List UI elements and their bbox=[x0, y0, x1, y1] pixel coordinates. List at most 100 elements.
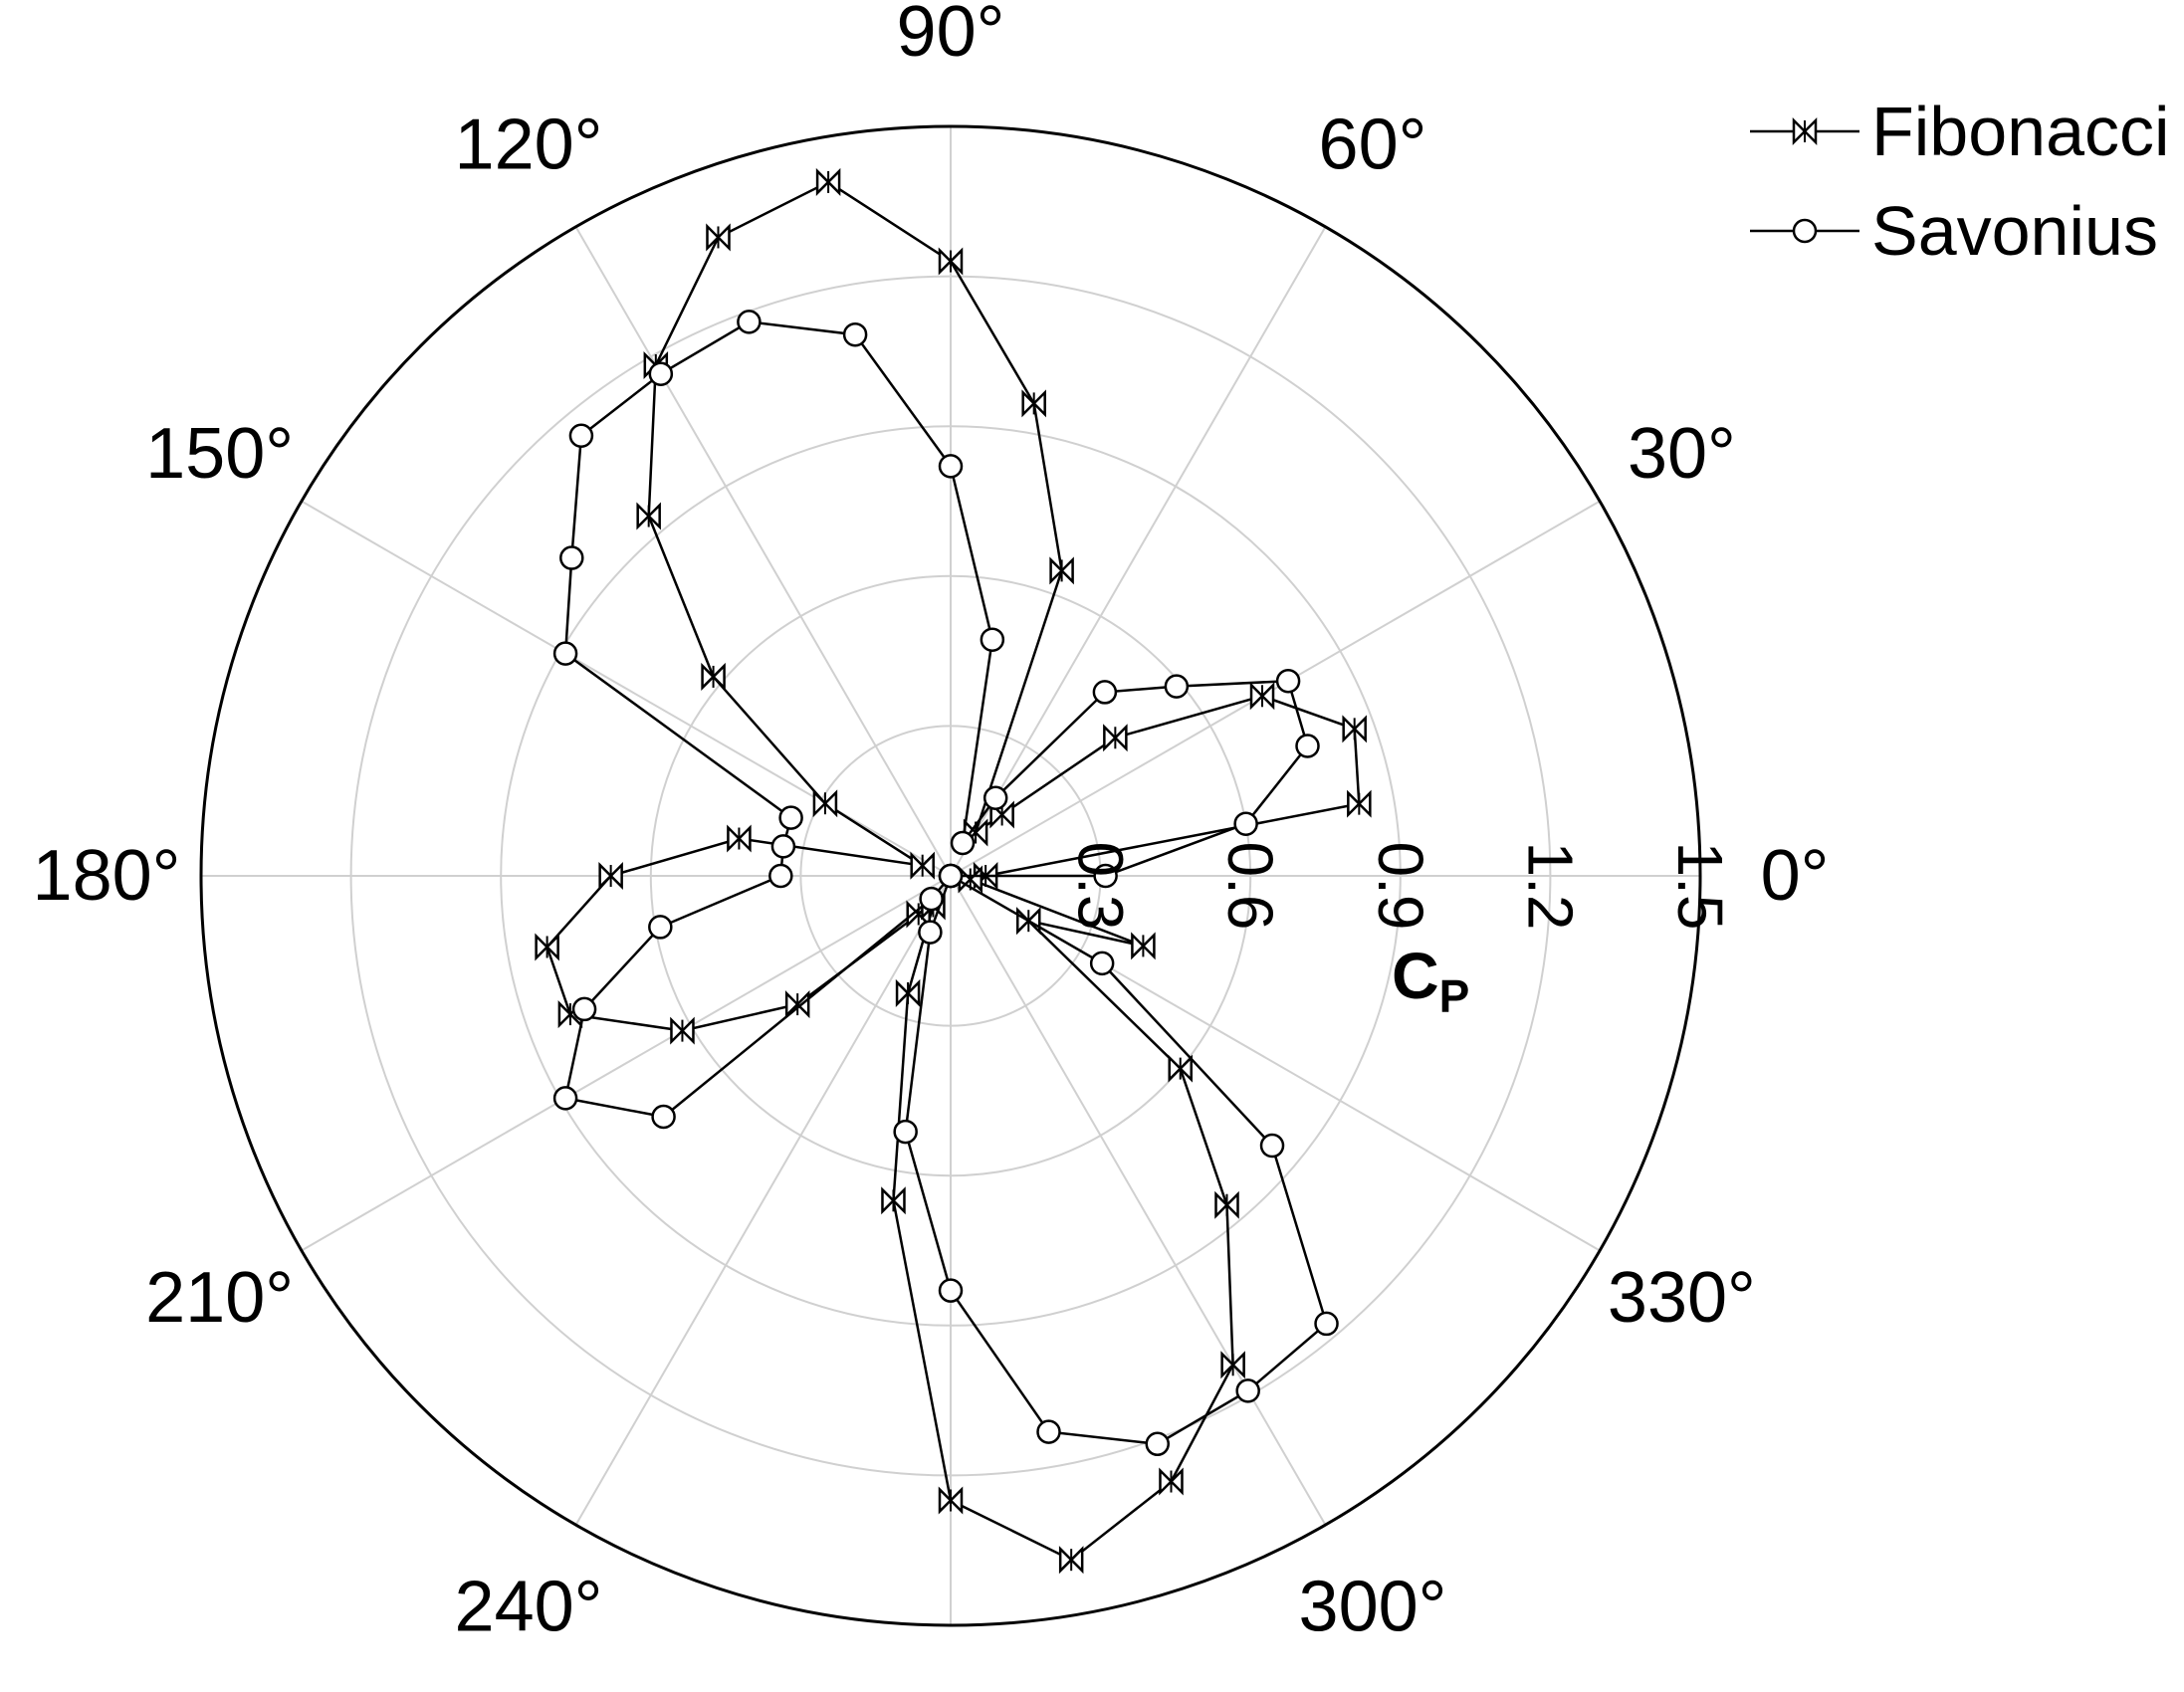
angle-label-0: 0° bbox=[1761, 836, 1830, 916]
point-fibonacci-270 bbox=[938, 1486, 964, 1515]
series-line-savonius bbox=[563, 320, 1328, 1446]
radial-tick-label-2: 0.6 bbox=[1214, 842, 1286, 931]
point-fibonacci-160 bbox=[910, 851, 935, 880]
angle-label-180: 180° bbox=[33, 836, 181, 916]
point-fibonacci-210 bbox=[670, 1016, 695, 1045]
angle-tick-labels: 0°30°60°90°120°150°180°210°240°270°300°3… bbox=[33, 0, 1830, 1692]
point-savonius-220 bbox=[651, 1104, 676, 1130]
point-fibonacci-170 bbox=[727, 824, 752, 853]
angle-label-30: 30° bbox=[1628, 414, 1736, 494]
point-savonius-190 bbox=[648, 915, 673, 940]
point-fibonacci-70 bbox=[1049, 556, 1074, 585]
point-savonius-60 bbox=[983, 785, 1008, 810]
angle-label-150: 150° bbox=[145, 414, 294, 494]
grid-spoke-120 bbox=[574, 226, 952, 877]
point-savonius-350 bbox=[938, 863, 964, 889]
outer-circle bbox=[199, 124, 1702, 1627]
point-fibonacci-140 bbox=[701, 662, 726, 691]
point-fibonacci-300 bbox=[1220, 1351, 1245, 1379]
point-fibonacci-130 bbox=[636, 502, 661, 530]
angle-label-90: 90° bbox=[897, 0, 1005, 72]
point-fibonacci-220 bbox=[784, 990, 810, 1019]
angle-label-60: 60° bbox=[1319, 106, 1427, 185]
point-savonius-180 bbox=[768, 863, 793, 889]
radial-tick-labels: 0.3 0.6 0.9 1.2 1.5 bbox=[1065, 842, 1736, 931]
legend-label-fibonacci: Fibonacci bbox=[1871, 93, 2170, 170]
point-savonius-30 bbox=[1275, 668, 1301, 694]
grid-spoke-240 bbox=[574, 875, 952, 1526]
point-fibonacci-320 bbox=[1168, 1054, 1193, 1083]
point-savonius-20 bbox=[1295, 734, 1320, 758]
angle-label-210: 210° bbox=[145, 1258, 294, 1338]
point-fibonacci-90 bbox=[938, 247, 964, 276]
point-savonius-90 bbox=[938, 454, 964, 479]
radial-axis-label-main: C bbox=[1392, 939, 1439, 1012]
angle-label-120: 120° bbox=[455, 106, 603, 185]
point-fibonacci-190 bbox=[535, 933, 559, 961]
point-savonius-70 bbox=[950, 830, 976, 856]
point-savonius-280 bbox=[1036, 1419, 1061, 1444]
point-fibonacci-100 bbox=[815, 167, 841, 196]
grid-spoke-60 bbox=[950, 226, 1327, 877]
radial-tick-label-5: 1.5 bbox=[1664, 842, 1736, 931]
point-fibonacci-10 bbox=[1347, 789, 1372, 818]
angle-label-270: 270° bbox=[877, 1680, 1025, 1692]
point-savonius-170 bbox=[770, 834, 796, 859]
point-savonius-250 bbox=[918, 920, 943, 945]
point-fibonacci-20 bbox=[1342, 715, 1367, 743]
point-savonius-160 bbox=[778, 805, 803, 830]
point-savonius-300 bbox=[1235, 1378, 1260, 1403]
legend-marker-fibonacci bbox=[1792, 116, 1818, 146]
point-savonius-230 bbox=[919, 886, 944, 912]
point-fibonacci-250 bbox=[895, 978, 921, 1007]
point-fibonacci-280 bbox=[1058, 1546, 1084, 1575]
point-savonius-270 bbox=[938, 1278, 964, 1303]
point-savonius-40 bbox=[1164, 674, 1190, 699]
legend-label-savonius: Savonius bbox=[1871, 192, 2158, 270]
point-fibonacci-310 bbox=[1214, 1190, 1239, 1219]
grid-spoke-150 bbox=[301, 500, 952, 877]
point-savonius-310 bbox=[1314, 1311, 1339, 1337]
point-fibonacci-150 bbox=[812, 789, 838, 818]
angle-label-330: 330° bbox=[1608, 1258, 1756, 1338]
radial-tick-label-3: 0.9 bbox=[1365, 842, 1436, 931]
point-fibonacci-30 bbox=[1249, 682, 1275, 711]
series-layer bbox=[535, 167, 1372, 1575]
radial-axis-label: CP bbox=[1392, 939, 1469, 1022]
radial-tick-label-1: 0.3 bbox=[1065, 842, 1137, 931]
point-savonius-120 bbox=[648, 361, 674, 386]
point-savonius-100 bbox=[842, 321, 868, 347]
grid-spoke-30 bbox=[950, 500, 1601, 877]
angle-label-300: 300° bbox=[1299, 1567, 1447, 1646]
point-savonius-320 bbox=[1259, 1133, 1285, 1159]
point-fibonacci-110 bbox=[706, 223, 731, 252]
polar-grid bbox=[199, 124, 1702, 1627]
series-savonius bbox=[552, 310, 1339, 1457]
point-fibonacci-290 bbox=[1159, 1467, 1184, 1496]
point-savonius-330 bbox=[1089, 951, 1115, 976]
point-savonius-150 bbox=[552, 641, 578, 666]
point-savonius-140 bbox=[559, 545, 584, 570]
point-savonius-50 bbox=[1092, 680, 1118, 705]
point-savonius-210 bbox=[552, 1086, 578, 1111]
point-fibonacci-260 bbox=[881, 1186, 906, 1215]
point-savonius-0 bbox=[1093, 863, 1118, 889]
point-savonius-80 bbox=[980, 627, 1005, 652]
point-savonius-110 bbox=[737, 310, 762, 334]
point-fibonacci-180 bbox=[598, 861, 623, 891]
grid-spoke-210 bbox=[301, 875, 952, 1252]
point-savonius-130 bbox=[568, 423, 594, 449]
point-savonius-10 bbox=[1233, 811, 1258, 836]
point-savonius-200 bbox=[571, 996, 597, 1022]
point-fibonacci-340 bbox=[1131, 932, 1156, 960]
legend-marker-savonius bbox=[1792, 218, 1818, 244]
point-savonius-260 bbox=[893, 1119, 918, 1145]
grid-spoke-300 bbox=[950, 875, 1327, 1526]
point-fibonacci-40 bbox=[1103, 724, 1128, 752]
point-savonius-290 bbox=[1145, 1431, 1170, 1457]
radial-tick-label-4: 1.2 bbox=[1514, 842, 1586, 931]
radial-axis-label-subscript: P bbox=[1439, 970, 1470, 1022]
point-fibonacci-80 bbox=[1021, 389, 1046, 418]
